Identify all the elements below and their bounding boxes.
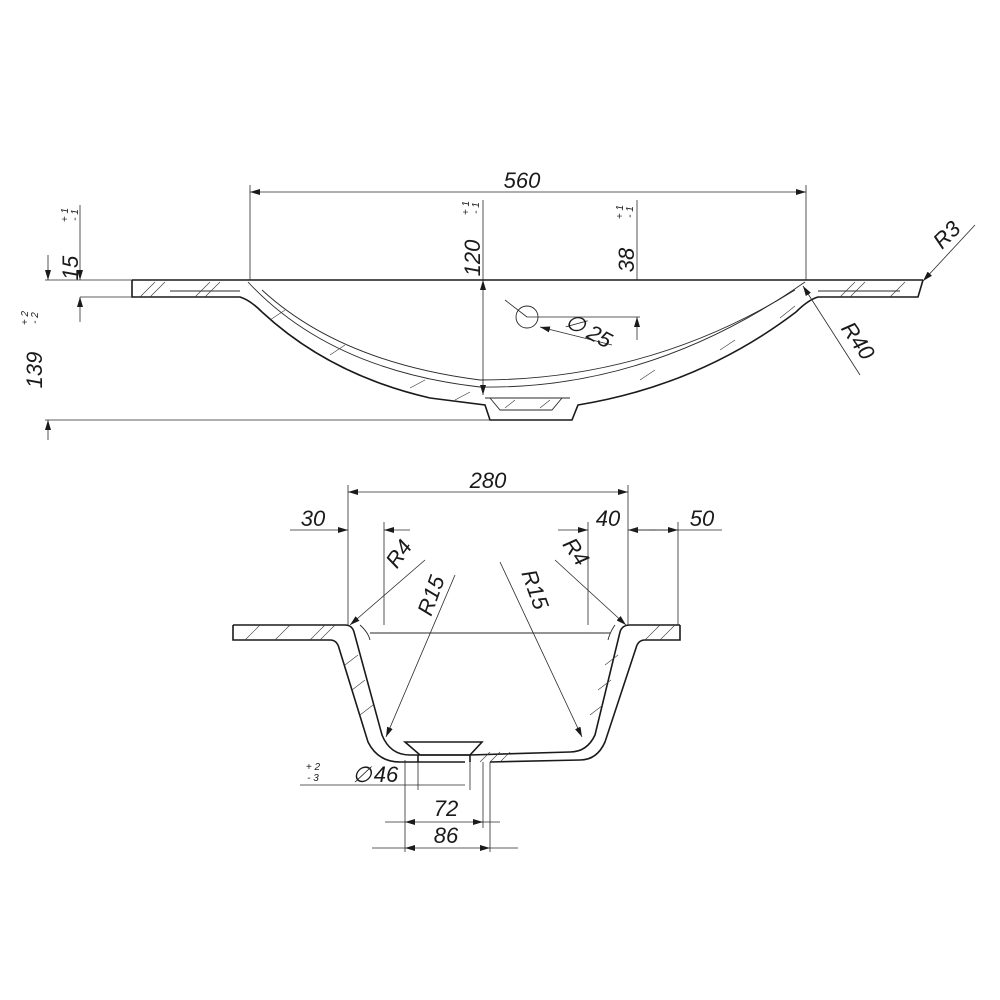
radius-r15-left-leader: R15 xyxy=(385,571,456,738)
flange-tol-upper: + 1 xyxy=(60,208,71,222)
left-bottom-radius-label: R15 xyxy=(412,571,450,618)
basin-outline-top xyxy=(131,279,924,421)
dimension-drain-72: 72 xyxy=(385,796,500,825)
left-corner-radius-label: R4 xyxy=(381,535,418,572)
drain-tol-upper: + 2 xyxy=(306,762,321,773)
dimension-right-50: 50 xyxy=(628,506,722,625)
drain-tol-lower: - 3 xyxy=(307,773,319,784)
radius-r4-right-leader: R4 xyxy=(554,533,627,626)
drain-diameter-dimension: + 2 - 3 ∅ 46 xyxy=(300,760,491,852)
top-view: 560 15 + 1 - 1 120 + 1 - 1 38 + 1 xyxy=(20,168,976,440)
drain-diameter-symbol: ∅ xyxy=(352,762,372,787)
right-wall-label: 40 xyxy=(596,506,621,531)
height-dim-label: 139 xyxy=(22,352,47,389)
dimension-overflow-38: 38 + 1 - 1 xyxy=(527,200,640,340)
dimension-drain-86: 86 xyxy=(372,823,518,851)
dimension-left-30: 30 xyxy=(290,506,410,625)
dimension-height-139: 139 + 2 - 2 xyxy=(20,255,490,440)
dimension-bowl-280: 280 xyxy=(347,468,629,625)
depth-dim-label: 120 xyxy=(460,239,485,276)
right-flange-label: 50 xyxy=(690,506,715,531)
radius-r40-leader: R40 xyxy=(802,285,880,376)
radius-r3-leader: R3 xyxy=(922,215,976,282)
right-corner-radius-label: R4 xyxy=(558,533,595,570)
dimension-flange-15: 15 + 1 - 1 xyxy=(45,205,132,322)
edge-radius-label: R3 xyxy=(928,215,966,253)
overflow-offset-label: 38 xyxy=(614,247,639,272)
right-bottom-radius-label: R15 xyxy=(516,566,554,613)
overflow-tol-lower: - 1 xyxy=(625,206,636,218)
drain-outer-label: 86 xyxy=(434,823,459,848)
overflow-diameter-label: 25 xyxy=(582,319,617,353)
dimension-right-40: 40 xyxy=(558,506,656,625)
overflow-tol-upper: + 1 xyxy=(615,205,626,219)
drain-diameter-label: 46 xyxy=(374,762,399,787)
dimension-depth-120: 120 + 1 - 1 xyxy=(460,200,486,395)
height-tol-lower: - 2 xyxy=(30,312,41,324)
depth-tol-upper: + 1 xyxy=(461,201,472,215)
left-flange-label: 30 xyxy=(301,506,326,531)
flange-tol-lower: - 1 xyxy=(70,209,81,221)
bowl-width-label: 280 xyxy=(469,468,507,493)
drain-inner-label: 72 xyxy=(434,796,458,821)
width-dim-label: 560 xyxy=(504,168,541,193)
radius-r15-right-leader: R15 xyxy=(499,561,583,738)
bowl-radius-label: R40 xyxy=(836,317,880,365)
basin-outline-section xyxy=(232,624,681,763)
depth-tol-lower: - 1 xyxy=(471,202,482,214)
dimension-width-560: 560 xyxy=(249,168,807,280)
height-tol-upper: + 2 xyxy=(20,310,31,325)
flange-dim-label: 15 xyxy=(58,255,83,280)
section-view: 280 30 40 50 R4 xyxy=(232,468,722,852)
